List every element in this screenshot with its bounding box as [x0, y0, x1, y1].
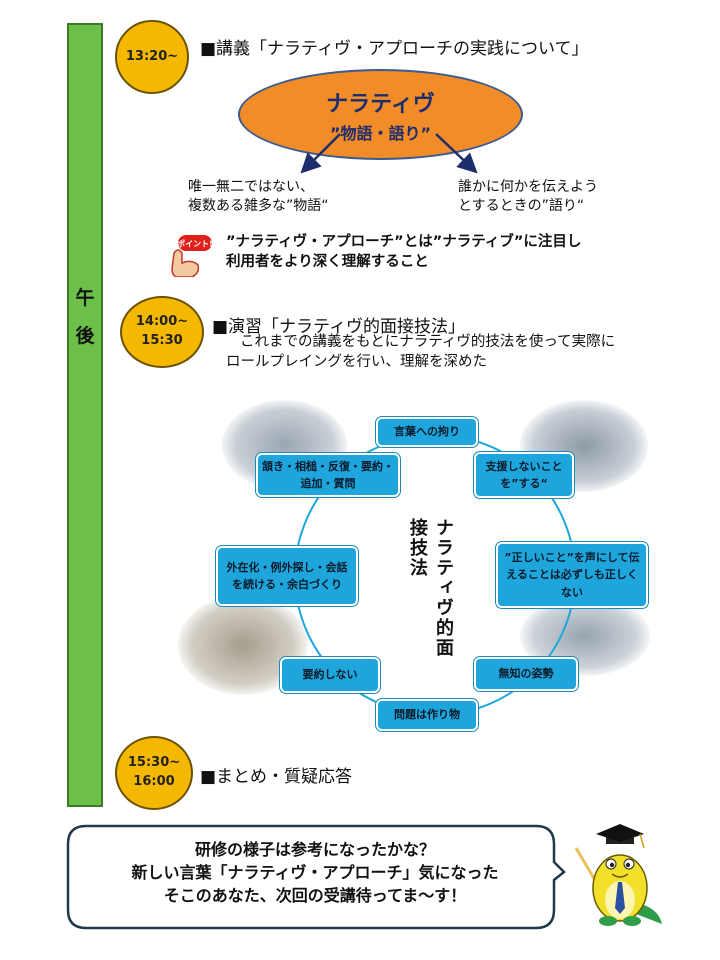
cycle-title: ナラティヴ的面接技法: [407, 518, 454, 658]
left-note-line2: 複数ある雑多な”物語“: [188, 197, 329, 214]
speech-bubble: [66, 824, 566, 930]
cycle-item-3: ”正しいこと”を声にして伝えることは必ずしも正しくない: [496, 542, 648, 608]
bubble-text: 研修の様子は参考になったかな？ 新しい言葉「ナラティヴ・アプローチ」気になった …: [70, 838, 560, 908]
point-line1: ”ナラティヴ・アプローチ”とは”ナラティブ”に注目し: [226, 234, 582, 250]
point-badge-icon: ポイント!: [168, 231, 214, 278]
cycle-item-1: 言葉への拘り: [376, 417, 478, 447]
left-note: 唯一無二ではない、 複数ある雑多な”物語“: [188, 178, 329, 216]
mascot-icon: [574, 824, 662, 926]
right-note: 誰かに何かを伝えよう とするときの”語り“: [458, 178, 598, 216]
bubble-line1: 研修の様子は参考になったかな？: [194, 840, 435, 859]
sidebar-label-1: 午: [75, 287, 95, 309]
right-arrow: [435, 133, 478, 174]
time-circle-3: 15:30~ 16:00: [115, 736, 193, 810]
ellipse-title: ナラティヴ: [326, 91, 435, 117]
sidebar-label-2: 後: [75, 325, 95, 347]
ellipse-arrows: [300, 133, 478, 174]
exercise-description: これまでの講義をもとにナラティヴ的技法を使って実際に ロールプレイングを行い、理…: [226, 333, 615, 372]
svg-text:ポイント!: ポイント!: [177, 239, 213, 249]
desc-line2: ロールプレイングを行い、理解を深めた: [226, 353, 487, 370]
narrative-ellipse: ナラティヴ ”物語・語り”: [238, 69, 523, 160]
left-arrow: [300, 133, 341, 174]
cycle-item-8: 頷き・相槌・反復・要約・追加・質問: [256, 453, 400, 497]
cycle-item-7: 外在化・例外探し・会話を続ける・余白づくり: [216, 546, 358, 606]
lecture-heading: ■講義「ナラティヴ・アプローチの実践について」: [200, 39, 589, 59]
time-3-end: 16:00: [133, 774, 175, 789]
afternoon-sidebar: 午 後: [67, 23, 103, 807]
time-1: 13:20~: [125, 48, 179, 64]
cycle-item-2: 支援しないことを”する“: [474, 452, 574, 498]
time-3-start: 15:30~: [127, 755, 181, 771]
time-2-end: 15:30: [141, 333, 183, 348]
desc-line1: これまでの講義をもとにナラティヴ的技法を使って実際に: [240, 334, 616, 350]
cycle-item-5: 問題は作り物: [376, 699, 478, 731]
cycle-item-4: 無知の姿勢: [474, 657, 578, 691]
point-line2: 利用者をより深く理解すること: [226, 254, 429, 271]
point-text: ”ナラティヴ・アプローチ”とは”ナラティブ”に注目し 利用者をより深く理解するこ…: [226, 232, 581, 273]
right-note-line1: 誰かに何かを伝えよう: [458, 179, 598, 195]
bubble-line2: 新しい言葉「ナラティヴ・アプローチ」気になった: [131, 863, 499, 883]
time-2-start: 14:00~: [135, 314, 189, 330]
right-note-line2: とするときの”語り“: [458, 197, 585, 214]
bubble-line3: そこのあなた、次回の受講待ってま〜す！: [163, 886, 467, 906]
exercise-heading: ■演習「ナラティヴ的面接技法」: [212, 317, 466, 337]
time-circle-1: 13:20~: [115, 20, 189, 94]
summary-heading: ■まとめ・質疑応答: [200, 767, 353, 787]
left-note-line1: 唯一無二ではない、: [188, 179, 314, 195]
cycle-item-6: 要約しない: [280, 657, 380, 693]
time-circle-2: 14:00~ 15:30: [120, 296, 204, 368]
ellipse-subtitle: ”物語・語り”: [329, 123, 432, 143]
